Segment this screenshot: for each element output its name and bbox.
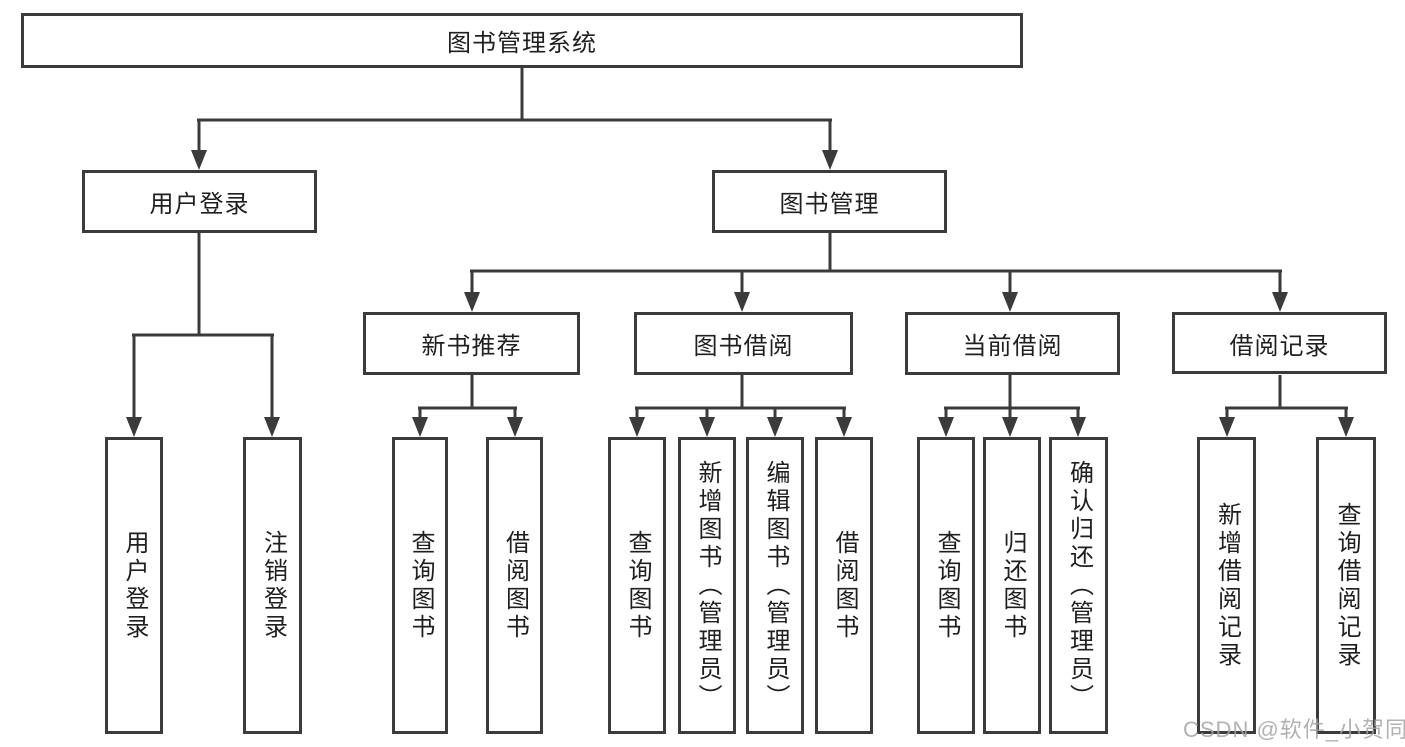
leaf-confirm-return-admin: 确认归还（管理员） — [1049, 437, 1108, 734]
leaf-add-book-admin: 新增图书（管理员） — [678, 437, 736, 734]
node-library-management-system: 图书管理系统 — [21, 13, 1023, 68]
leaf-query-books-recommend: 查询图书 — [392, 437, 448, 734]
leaf-borrow-books-recommend: 借阅图书 — [486, 437, 543, 734]
node-current-borrowing: 当前借阅 — [905, 312, 1120, 375]
node-book-borrowing: 图书借阅 — [634, 312, 853, 375]
node-user-login: 用户登录 — [82, 170, 317, 233]
leaf-query-borrow-record: 查询借阅记录 — [1316, 437, 1376, 734]
node-new-book-recommend: 新书推荐 — [363, 312, 580, 375]
node-borrowing-records: 借阅记录 — [1172, 312, 1387, 374]
leaf-query-books-borrowing: 查询图书 — [608, 437, 666, 734]
leaf-logout: 注销登录 — [243, 437, 302, 734]
leaf-add-borrow-record: 新增借阅记录 — [1197, 437, 1256, 734]
node-book-management: 图书管理 — [712, 170, 947, 233]
leaf-user-login: 用户登录 — [105, 437, 163, 734]
leaf-borrow-books-2: 借阅图书 — [815, 437, 873, 734]
leaf-return-books: 归还图书 — [983, 437, 1041, 734]
leaf-edit-book-admin: 编辑图书（管理员） — [746, 437, 804, 734]
csdn-watermark: CSDN @软件_小贺同学 — [1183, 717, 1405, 742]
leaf-query-books-current: 查询图书 — [917, 437, 975, 734]
